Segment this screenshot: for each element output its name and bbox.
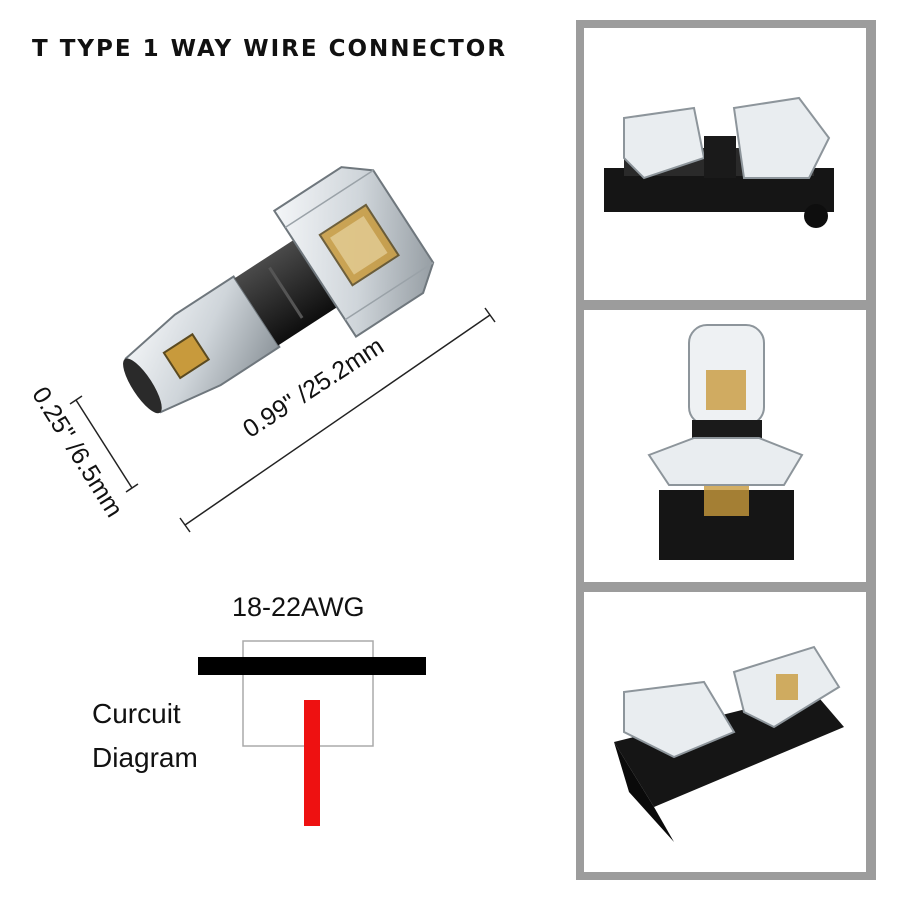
- caption-line-1: Curcuit: [92, 698, 181, 729]
- caption-line-2: Diagram: [92, 742, 198, 773]
- length-dimension-line: [179, 307, 496, 533]
- photo-side-view: [584, 28, 866, 300]
- main-connector-photo: [69, 166, 496, 533]
- angle-view-image: [614, 645, 844, 842]
- photo-angle-view: [584, 592, 866, 872]
- diameter-dimension-line: [69, 395, 139, 493]
- connector-body: [123, 166, 435, 414]
- product-title: T TYPE 1 WAY WIRE CONNECTOR: [32, 36, 508, 62]
- main-wire: [198, 657, 426, 675]
- wire-gauge-label: 18-22AWG: [232, 592, 365, 622]
- circuit-diagram: [198, 640, 426, 826]
- circuit-diagram-caption: Curcuit Diagram: [92, 692, 198, 780]
- photo-top-view: [584, 310, 866, 582]
- side-view-image: [604, 96, 834, 228]
- photo-panel-frame: [576, 20, 876, 880]
- branch-wire: [304, 700, 320, 826]
- top-view-image: [647, 324, 804, 560]
